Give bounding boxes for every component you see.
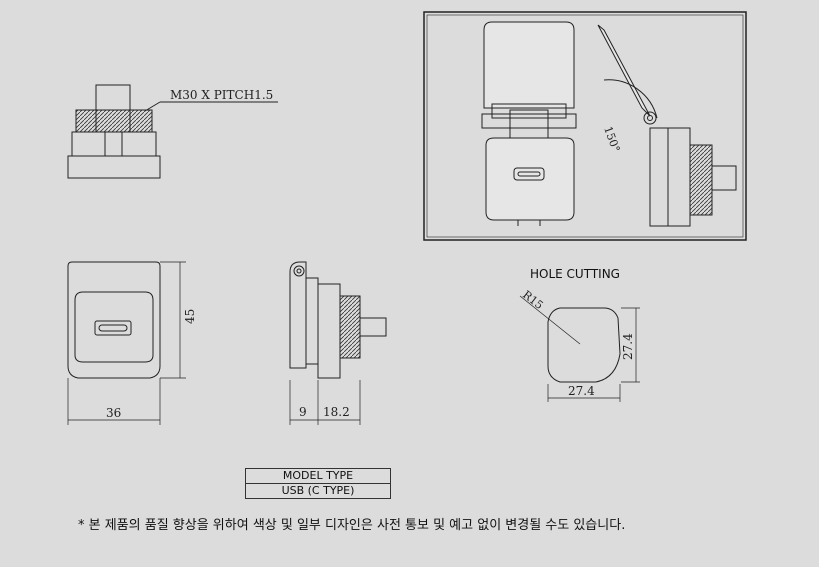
hole-cutting-drawing — [519, 295, 640, 402]
front-view-drawing — [67, 261, 186, 425]
disclaimer-footnote: * 본 제품의 품질 향상을 위하여 색상 및 일부 디자인은 사전 통보 및 … — [78, 518, 626, 533]
height-dimension-label: 45 — [183, 309, 197, 324]
depth-a-label: 9 — [299, 405, 307, 419]
hole-height-label: 27.4 — [621, 333, 635, 360]
model-type-table: MODEL TYPE USB (C TYPE) — [245, 468, 391, 499]
angle-label: 150° — [601, 125, 622, 154]
perspective-illustration — [423, 11, 747, 241]
model-type-header: MODEL TYPE — [282, 469, 354, 482]
top-view-drawing — [67, 84, 278, 179]
model-type-value: USB (C TYPE) — [246, 483, 390, 498]
radius-label: R15 — [520, 288, 546, 312]
width-dimension-label: 36 — [106, 406, 121, 420]
side-view-drawing — [289, 261, 387, 425]
thread-spec-label: M30 X PITCH1.5 — [170, 88, 273, 102]
depth-b-label: 18.2 — [323, 405, 350, 419]
hole-cutting-title: HOLE CUTTING — [530, 267, 620, 281]
hole-width-label: 27.4 — [568, 384, 595, 398]
